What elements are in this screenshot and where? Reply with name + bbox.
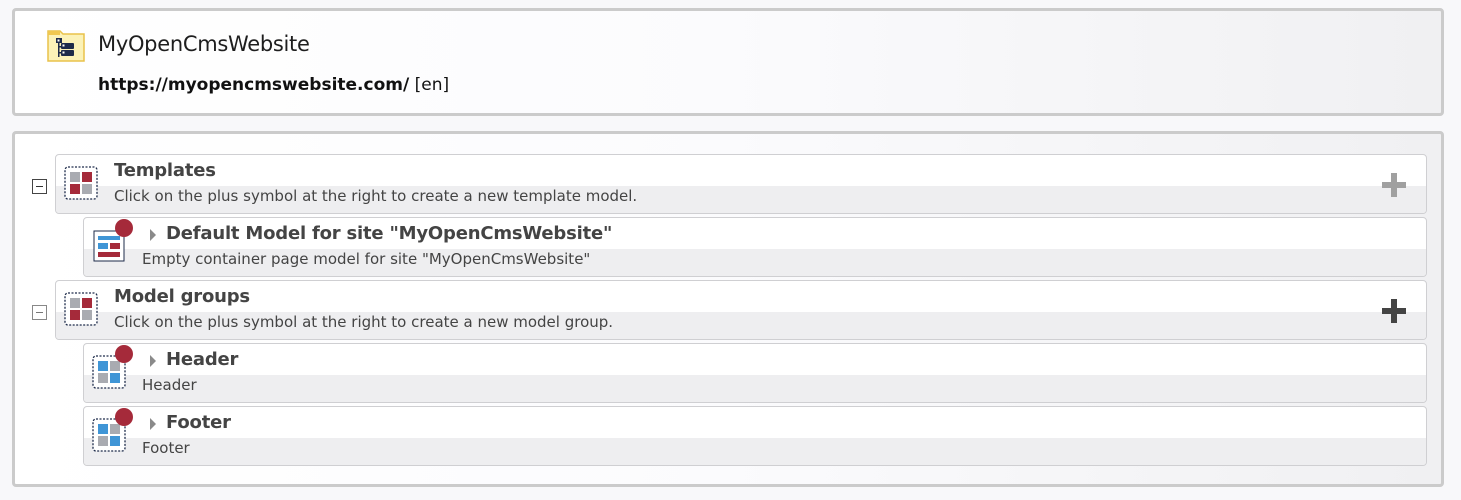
collapse-model-groups-toggle[interactable] <box>32 305 47 320</box>
section-model-groups[interactable]: Model groups Click on the plus symbol at… <box>55 280 1427 340</box>
model-group-description: Footer <box>142 439 190 457</box>
model-groups-icon <box>64 292 98 326</box>
changed-marker-icon <box>115 408 133 426</box>
model-group-description: Header <box>142 376 197 394</box>
section-title: Templates <box>114 160 216 181</box>
expand-arrow-icon[interactable] <box>150 229 156 241</box>
model-group-item-footer[interactable]: Footer Footer <box>83 406 1427 466</box>
site-url: https://myopencmswebsite.com/ [en] <box>98 75 449 95</box>
model-group-icon <box>92 418 126 452</box>
section-templates[interactable]: Templates Click on the plus symbol at th… <box>55 154 1427 214</box>
site-url-link: https://myopencmswebsite.com/ <box>98 75 410 95</box>
changed-marker-icon <box>115 219 133 237</box>
model-group-title: Header <box>166 349 239 370</box>
section-description: Click on the plus symbol at the right to… <box>114 187 638 205</box>
changed-marker-icon <box>115 345 133 363</box>
model-description: Empty container page model for site "MyO… <box>142 250 591 268</box>
site-info-panel: MyOpenCmsWebsite https://myopencmswebsit… <box>12 8 1444 116</box>
model-title: Default Model for site "MyOpenCmsWebsite… <box>166 223 613 244</box>
site-locale: [en] <box>414 75 450 95</box>
section-description: Click on the plus symbol at the right to… <box>114 313 614 331</box>
model-group-title: Footer <box>166 412 231 433</box>
collapse-templates-toggle[interactable] <box>32 179 47 194</box>
expand-arrow-icon[interactable] <box>150 418 156 430</box>
sitemap-folder-icon <box>47 30 85 62</box>
add-model-group-plus-icon[interactable] <box>1382 299 1406 323</box>
section-title: Model groups <box>114 286 250 307</box>
model-item-default[interactable]: Default Model for site "MyOpenCmsWebsite… <box>83 217 1427 277</box>
expand-arrow-icon[interactable] <box>150 355 156 367</box>
template-models-icon <box>64 166 98 200</box>
model-group-item-header[interactable]: Header Header <box>83 343 1427 403</box>
site-title: MyOpenCmsWebsite <box>98 32 310 56</box>
model-group-icon <box>92 355 126 389</box>
model-tree-panel: Templates Click on the plus symbol at th… <box>12 131 1444 487</box>
add-template-model-plus-icon[interactable] <box>1382 173 1406 197</box>
